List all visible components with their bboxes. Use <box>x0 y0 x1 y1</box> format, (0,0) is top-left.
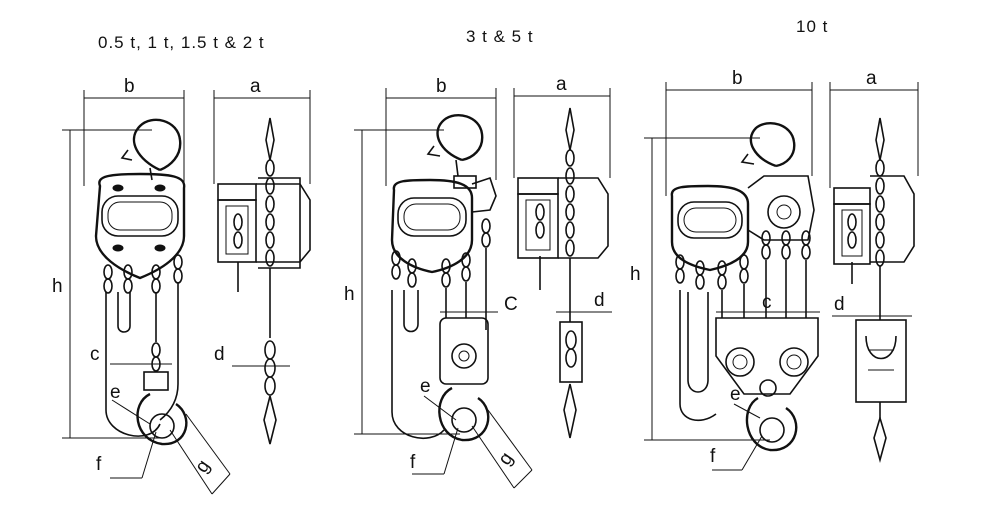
front-view <box>390 114 497 442</box>
dim-g: g <box>494 449 517 470</box>
dim-e: e <box>420 376 431 397</box>
dim-a: a <box>866 68 877 89</box>
dim-b: b <box>732 68 743 89</box>
dim-c: C <box>504 294 518 315</box>
side-view <box>517 107 609 439</box>
dim-c: c <box>762 292 772 313</box>
dim-d: d <box>214 344 225 365</box>
dim-g: g <box>191 456 214 477</box>
dim-a: a <box>556 74 567 95</box>
panel-title: 0.5 t, 1 t, 1.5 t & 2 t <box>98 33 265 52</box>
dim-h: h <box>630 264 641 285</box>
dim-e: e <box>730 384 741 405</box>
dim-h: h <box>344 284 355 305</box>
dim-c: c <box>90 344 100 365</box>
dim-b: b <box>124 76 135 97</box>
panel-large-capacity: 10 t <box>630 17 919 471</box>
dim-d: d <box>594 290 605 311</box>
dim-e: e <box>110 382 121 403</box>
side-view <box>217 117 311 445</box>
panel-small-capacity: 0.5 t, 1 t, 1.5 t & 2 t <box>52 33 311 495</box>
dim-f: f <box>96 454 102 475</box>
dim-a: a <box>250 76 261 97</box>
dim-d: d <box>834 294 845 315</box>
dim-h: h <box>52 276 63 297</box>
panel-medium-capacity: 3 t & 5 t <box>344 27 612 489</box>
side-view <box>833 117 915 464</box>
dim-f: f <box>710 446 716 467</box>
dimension-lines: b a h c d e f <box>630 68 919 471</box>
front-view <box>670 122 819 452</box>
panel-title: 10 t <box>796 17 828 36</box>
dim-b: b <box>436 76 447 97</box>
front-view <box>94 118 188 446</box>
panel-title: 3 t & 5 t <box>466 27 534 46</box>
dim-f: f <box>410 452 416 473</box>
